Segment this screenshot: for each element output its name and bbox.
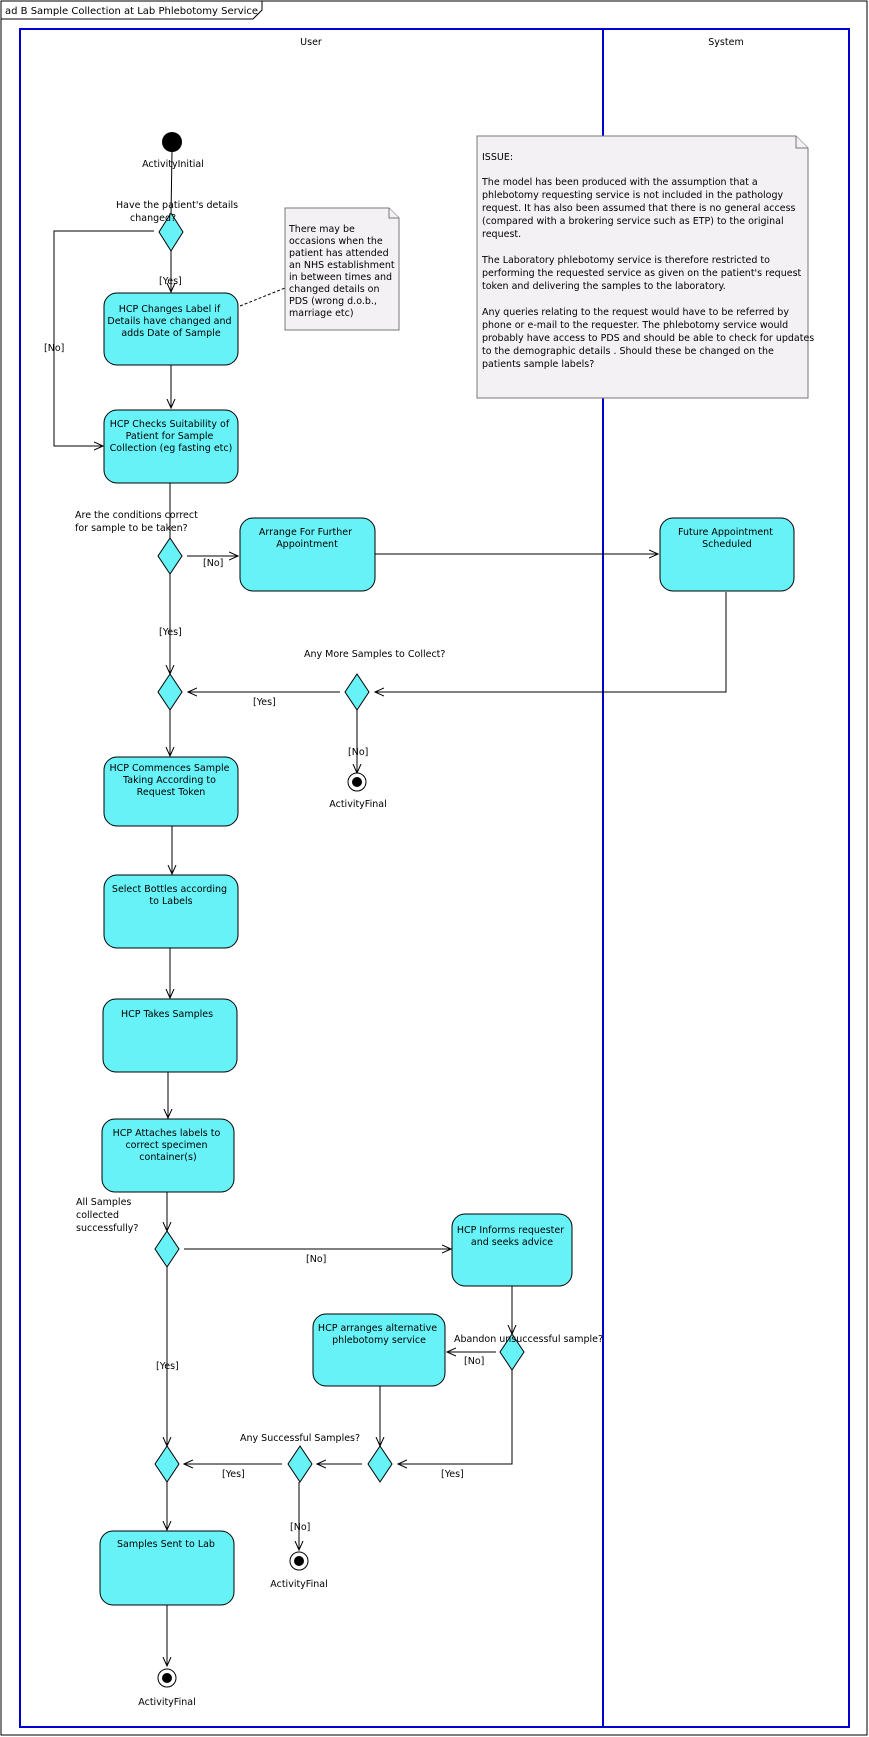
decision-more-samples bbox=[344, 673, 370, 711]
activity-arranges-alternative-text: HCP arranges alternative phlebotomy serv… bbox=[318, 1323, 440, 1346]
decision-conditions-correct bbox=[157, 537, 183, 575]
activity-takes-samples bbox=[102, 998, 238, 1073]
activity-samples-sent bbox=[99, 1530, 235, 1606]
initial-node bbox=[162, 132, 182, 152]
svg-text:ISSUE: The model has bee: ISSUE: The model has been produced with … bbox=[481, 152, 817, 370]
note-nhs: There may be occasions when the patient … bbox=[284, 207, 400, 331]
decision-details-changed-label: Have the patient's details changed? bbox=[116, 200, 241, 224]
activity-final-node bbox=[289, 1551, 309, 1571]
activity-arrange-further-text: Arrange For Further Appointment bbox=[259, 527, 355, 550]
guard-yes: [Yes] bbox=[159, 276, 182, 287]
guard-no: [No] bbox=[44, 343, 64, 354]
merge-node bbox=[157, 673, 183, 711]
decision-all-collected-label: All Samples collected successfully? bbox=[76, 1197, 138, 1234]
activity-informs-requester bbox=[451, 1213, 573, 1287]
guard-yes: [Yes] bbox=[253, 697, 276, 708]
activity-select-bottles-text: Select Bottles according to Labels bbox=[112, 884, 230, 907]
activity-future-appointment bbox=[659, 517, 795, 592]
guard-yes: [Yes] bbox=[159, 627, 182, 638]
decision-details-changed bbox=[158, 212, 184, 252]
merge-node bbox=[154, 1445, 180, 1483]
activity-final-label: ActivityFinal bbox=[329, 799, 386, 810]
activity-informs-requester-text: HCP Informs requester and seeks advice bbox=[457, 1225, 567, 1248]
decision-any-successful bbox=[287, 1445, 313, 1483]
frame-title-tab bbox=[1, 1, 263, 20]
activity-future-appointment-text: Future Appointment Scheduled bbox=[678, 527, 776, 550]
decision-abandon-label: Abandon unsuccessful sample? bbox=[454, 1334, 603, 1345]
guard-no: [No] bbox=[348, 747, 368, 758]
activity-attaches-labels bbox=[101, 1118, 235, 1193]
activity-changes-label bbox=[103, 292, 239, 366]
decision-all-collected bbox=[154, 1230, 180, 1268]
decision-abandon bbox=[499, 1333, 525, 1371]
activity-select-bottles bbox=[103, 874, 239, 949]
activity-final-label: ActivityFinal bbox=[138, 1697, 195, 1708]
decision-more-samples-label: Any More Samples to Collect? bbox=[304, 649, 445, 660]
activity-takes-samples-text: HCP Takes Samples bbox=[121, 1009, 213, 1020]
guard-yes: [Yes] bbox=[222, 1469, 245, 1480]
decision-any-successful-label: Any Successful Samples? bbox=[240, 1433, 360, 1444]
decision-conditions-correct-label: Are the conditions correct for sample to… bbox=[75, 510, 201, 534]
guard-no: [No] bbox=[464, 1356, 484, 1367]
lane-system-title: System bbox=[708, 37, 743, 48]
activity-arranges-alternative bbox=[312, 1313, 446, 1387]
frame-title: ad B Sample Collection at Lab Phlebotomy… bbox=[5, 6, 258, 17]
guard-no: [No] bbox=[203, 558, 223, 569]
note-issue: ISSUE: The model has been produced with … bbox=[476, 135, 817, 399]
swimlane-container bbox=[19, 28, 850, 1728]
initial-node-label: ActivityInitial bbox=[142, 159, 204, 170]
activity-checks-suitability-text: HCP Checks Suitability of Patient for Sa… bbox=[110, 419, 233, 454]
activity-final-label: ActivityFinal bbox=[270, 1579, 327, 1590]
activity-samples-sent-text: Samples Sent to Lab bbox=[117, 1539, 215, 1550]
control-flows bbox=[53, 151, 727, 1666]
activity-commences-sample bbox=[103, 756, 239, 827]
activity-attaches-labels-text: HCP Attaches labels to correct specimen … bbox=[113, 1128, 224, 1163]
activity-final-node bbox=[347, 772, 367, 792]
guard-no: [No] bbox=[306, 1254, 326, 1265]
activity-changes-label-text: HCP Changes Label if Details have change… bbox=[107, 304, 234, 339]
activity-checks-suitability bbox=[103, 409, 239, 484]
activity-final-node bbox=[157, 1668, 177, 1688]
activity-arrange-further bbox=[239, 517, 376, 592]
guard-yes: [Yes] bbox=[441, 1469, 464, 1480]
guard-no: [No] bbox=[290, 1522, 310, 1533]
activity-commences-sample-text: HCP Commences Sample Taking According to… bbox=[109, 763, 232, 798]
merge-node bbox=[367, 1445, 393, 1483]
svg-text:There may be occasions w: There may be occasions when the patient … bbox=[288, 224, 398, 319]
lane-user-title: User bbox=[300, 37, 322, 48]
guard-yes: [Yes] bbox=[156, 1361, 179, 1372]
